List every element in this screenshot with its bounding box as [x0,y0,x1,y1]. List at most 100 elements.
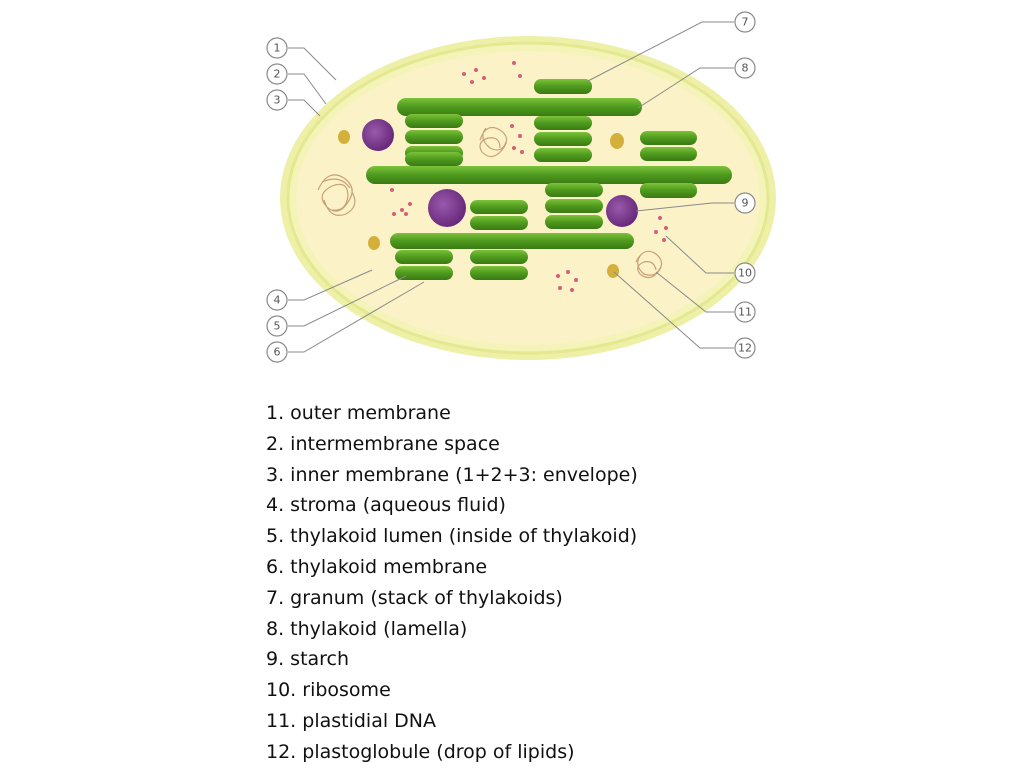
callout-9: 9 [734,192,756,214]
ribosome [654,230,658,234]
legend-item-outer-membrane: 1. outer membrane [266,402,451,424]
plastoglobule [368,236,380,250]
callout-9-label: 9 [742,197,749,210]
callout-3-label: 3 [274,94,281,107]
callout-3: 3 [266,89,288,111]
callout-11-label: 11 [738,306,752,319]
ribosome [662,238,666,242]
callout-line-4 [288,269,373,301]
thylakoid-disc [545,183,603,197]
legend-item-plastoglobule: 12. plastoglobule (drop of lipids) [266,740,575,763]
thylakoid-lamella [390,233,634,249]
ribosome [570,288,574,292]
ribosome [408,202,412,206]
chloroplast-diagram: 1 2 3 4 5 6 7 8 9 10 11 12 [266,11,776,363]
callout-5: 5 [266,315,288,337]
legend-item-ribosome: 10. ribosome [266,679,391,702]
plastoglobule [607,264,619,278]
callout-line-10 [665,235,734,274]
thylakoid-disc [534,148,592,162]
callout-6-label: 6 [274,346,281,359]
granum [545,183,603,229]
ribosome [518,134,522,138]
thylakoid-disc [470,250,528,264]
ribosomes [390,61,668,292]
callout-line-3 [288,99,321,117]
callout-10-label: 10 [738,267,752,280]
callout-5-label: 5 [274,320,281,333]
thylakoid-disc [470,216,528,230]
thylakoid-lamella [397,98,642,116]
starch-grains [362,119,638,227]
ribosome [558,286,562,290]
plastoglobules [338,130,624,278]
callout-line-6 [288,281,425,353]
callout-11: 11 [734,301,756,323]
ribosome [518,74,522,78]
granum [405,114,463,166]
callout-8-label: 8 [742,62,749,75]
ribosome [556,274,560,278]
legend-item-thylakoid-lamella: 8. thylakoid (lamella) [266,617,468,640]
callout-10: 10 [734,262,756,284]
callout-12: 12 [734,337,756,359]
ribosome [482,76,486,80]
ribosome [510,124,514,128]
thylakoid-disc [405,130,463,144]
ribosome [658,216,662,220]
callout-markers: 1 2 3 4 5 6 7 8 9 10 11 12 [266,11,756,363]
dna-coil [479,127,508,158]
legend-item-thylakoid-membrane: 6. thylakoid membrane [266,555,488,578]
callout-line-5 [288,275,407,327]
legend-item-intermembrane-space: 2. intermembrane space [266,432,500,455]
ribosome [400,208,404,212]
ribosome [474,68,478,72]
thylakoid-disc [534,132,592,146]
legend-item-inner-membrane: 3. inner membrane (1+2+3: envelope) [266,463,638,486]
thylakoid-disc [640,131,697,145]
legend-list: 1. outer membrane 2. intermembrane space… [266,398,638,768]
callout-2: 2 [266,63,288,85]
thylakoid-disc [640,147,697,161]
granum [470,200,528,280]
callout-7-label: 7 [742,16,749,29]
legend-item-stroma: 4. stroma (aqueous fluid) [266,494,506,517]
callout-12-label: 12 [738,342,752,355]
callout-line-8 [637,67,734,109]
thylakoid-disc [534,116,592,130]
callout-lines [288,21,734,353]
thylakoid-disc [405,114,463,128]
plastoglobule [338,130,350,144]
thylakoid-system [366,79,732,280]
callout-line-2 [288,73,327,105]
legend-item-plastidial-dna: 11. plastidial DNA [266,709,437,732]
dna-coil [317,174,356,216]
granum [534,79,592,162]
thylakoid-disc [470,266,528,280]
granum [640,131,697,198]
callout-2-label: 2 [274,68,281,81]
ribosome [566,270,570,274]
callout-line-7 [585,21,734,83]
legend-item-starch: 9. starch [266,648,350,671]
granum [395,250,453,280]
ribosome [520,150,524,154]
ribosome [392,212,396,216]
thylakoid-disc [405,152,463,166]
thylakoid-disc [545,215,603,229]
callout-line-9 [635,202,734,212]
callout-4-label: 4 [274,294,281,307]
starch-grain [428,189,466,227]
legend-item-granum: 7. granum (stack of thylakoids) [266,586,563,609]
thylakoid-disc [545,199,603,213]
legend-item-thylakoid-lumen: 5. thylakoid lumen (inside of thylakoid) [266,525,638,548]
thylakoid-lamella [366,166,732,184]
ribosome [512,61,516,65]
thylakoid-disc [534,79,592,94]
callout-4: 4 [266,289,288,311]
ribosome [390,188,394,192]
callout-1-label: 1 [274,42,281,55]
starch-grain [606,195,638,227]
thylakoid-disc [640,183,697,198]
callout-8: 8 [734,57,756,79]
